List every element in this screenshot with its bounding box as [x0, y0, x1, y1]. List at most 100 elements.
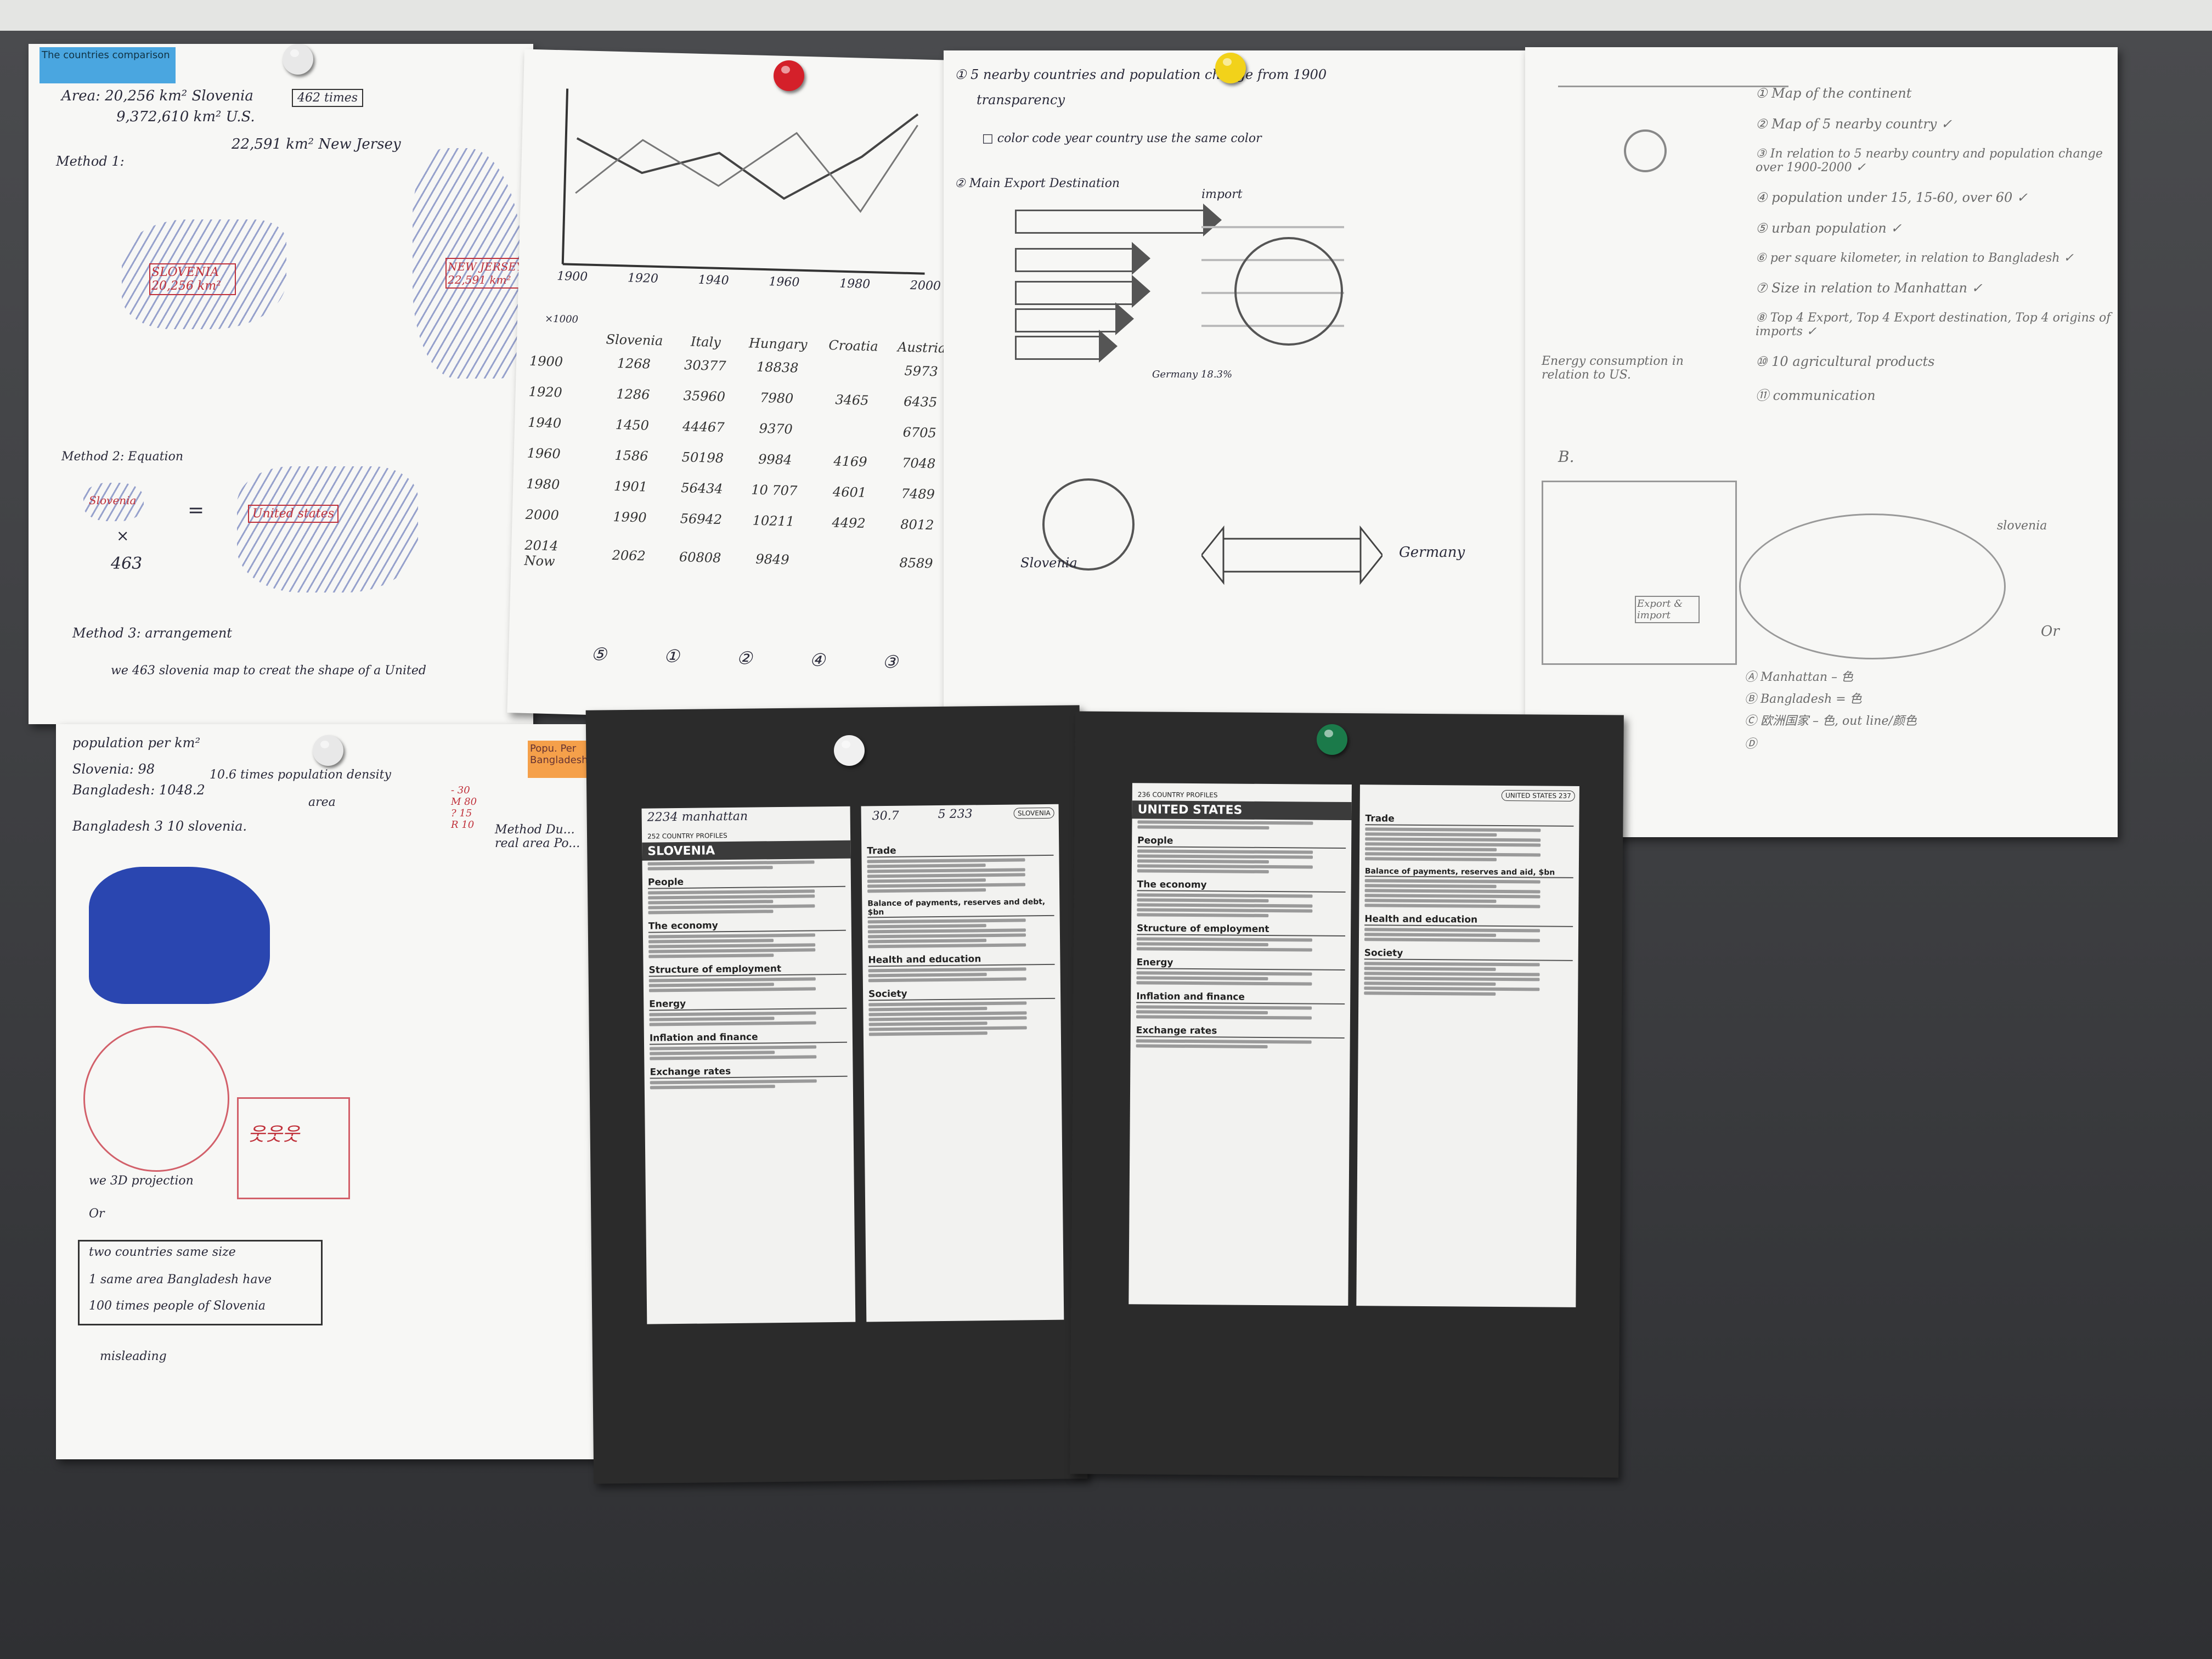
density-bangladesh: Bangladesh: 1048.2	[72, 782, 205, 798]
table-cell	[812, 538, 883, 585]
handwritten-note: 30.7	[872, 809, 899, 823]
density-line3: Bangladesh 3 10 slovenia.	[72, 819, 247, 834]
note-line3: □ color code year country use the same c…	[982, 132, 1262, 145]
x-tick-1900: 1900	[556, 269, 588, 284]
method3-label: Method 3: arrangement	[72, 625, 232, 641]
section-heading: The economy	[648, 918, 846, 933]
table-header: Italy	[690, 334, 721, 351]
side-note: M 80	[451, 796, 477, 808]
table-cell: 60808	[679, 549, 721, 566]
row-year: 1960	[527, 445, 561, 462]
equation-slovenia-sketch	[83, 483, 144, 521]
rank-circle: ①	[663, 645, 680, 667]
table-cell: 1286	[616, 386, 650, 403]
equation-us-sketch	[237, 466, 418, 592]
new-jersey-map-label: NEW JERSEY 22,591 km²	[445, 258, 527, 289]
legend-item: Ⓐ Manhattan – 色	[1745, 670, 1854, 684]
row-year: 1900	[529, 353, 563, 370]
box-line3: 100 times people of Slovenia	[89, 1299, 266, 1313]
push-pin-red	[774, 60, 804, 91]
side-note: - 30	[451, 785, 470, 796]
checklist-item: ③ In relation to 5 nearby country and po…	[1756, 147, 2103, 174]
legend-item: Ⓑ Bangladesh = 色	[1745, 692, 1862, 706]
checklist-item: ⑥ per square kilometer, in relation to B…	[1756, 251, 2074, 265]
rank-circle: ④	[809, 649, 826, 671]
row-year: 1980	[526, 476, 560, 493]
push-pin-clear	[313, 735, 343, 766]
map-circle-sketch	[1042, 478, 1135, 571]
right-page: 30.7 5 233 SLOVENIA Trade Balance of pay…	[861, 804, 1064, 1322]
photocopy-united-states: 236 COUNTRY PROFILES UNITED STATES Peopl…	[1070, 711, 1624, 1478]
energy-note: Energy consumption in relation to US.	[1542, 354, 1684, 382]
density-title: population per km²	[72, 735, 201, 751]
table-cell: 4601	[832, 484, 867, 501]
section-heading: Health and education	[868, 952, 1055, 967]
section-heading: Health and education	[1364, 913, 1573, 927]
handwritten-note: 5 233	[938, 807, 973, 822]
table-header: Hungary	[748, 335, 808, 353]
wall	[0, 0, 2212, 31]
table-cell: 9984	[758, 451, 792, 468]
section-heading: Energy	[649, 996, 847, 1011]
density-area: area	[308, 795, 336, 809]
sheet-population-table: 1900 1920 1940 1960 1980 2000 ×1000 Slov…	[507, 49, 974, 725]
rank-circle: ⑤	[590, 644, 607, 665]
density-slovenia: Slovenia: 98	[72, 761, 155, 777]
rank-circle: ③	[882, 651, 899, 673]
table-cell: 2062	[612, 547, 646, 564]
note-line4: ② Main Export Destination	[955, 177, 1120, 190]
export-arrow-1	[1015, 204, 1222, 236]
right-page: UNITED STATES 237 Trade Balance of payme…	[1356, 785, 1579, 1307]
country-banner: SLOVENIA	[642, 840, 851, 861]
legend-item: Ⓒ 欧洲国家 – 色, out line/颜色	[1745, 714, 1917, 728]
table-cell: 1450	[615, 417, 650, 433]
push-pin-yellow	[1215, 53, 1246, 83]
table-cell: 18838	[756, 359, 799, 376]
checklist-item: ④ population under 15, 15-60, over 60 ✓	[1756, 190, 2028, 205]
or-note: Or	[89, 1207, 105, 1221]
area-line1: Area: 20,256 km² Slovenia	[61, 88, 253, 104]
area-line3: 22,591 km² New Jersey	[232, 136, 401, 153]
sheet-checklist: ① Map of the continent ② Map of 5 nearby…	[1525, 47, 2118, 837]
table-cell: 1901	[613, 478, 648, 495]
checklist-item: ② Map of 5 nearby country ✓	[1756, 116, 1953, 132]
push-pin-green	[1317, 724, 1347, 755]
row-year: 2000	[525, 506, 560, 523]
sketch-circle	[1624, 129, 1667, 172]
x-tick-1920: 1920	[627, 271, 659, 286]
page-tag: UNITED STATES 237	[1501, 789, 1575, 802]
row-year: 1940	[527, 414, 562, 431]
population-table: Slovenia Italy Hungary Croatia Austria 1…	[522, 329, 956, 587]
table-cell: 1268	[617, 356, 651, 372]
area-line2: 9,372,610 km² U.S.	[116, 109, 255, 125]
left-page: 236 COUNTRY PROFILES UNITED STATES Peopl…	[1128, 783, 1352, 1306]
table-cell	[816, 415, 887, 447]
legend-item: Ⓓ	[1745, 737, 1757, 751]
table-header	[528, 329, 595, 347]
section-heading: Balance of payments, reserves and debt, …	[867, 897, 1054, 918]
new-jersey-map-sketch	[413, 148, 522, 379]
projection-note: we 3D projection	[89, 1174, 194, 1188]
section-heading: Trade	[1365, 813, 1574, 827]
section-heading: People	[647, 874, 846, 889]
handwritten-note: 2234 manhattan	[647, 809, 748, 825]
table-cell	[818, 353, 888, 386]
section-heading: Society	[1364, 947, 1573, 961]
rank-circle: ②	[736, 647, 753, 669]
boxed-times: 462 times	[292, 89, 364, 107]
globe-sketch	[1739, 514, 2006, 659]
equation-right-label: United states	[248, 505, 339, 523]
page-header: 236 COUNTRY PROFILES	[1137, 791, 1218, 799]
note-line1: ① 5 nearby countries and population chan…	[955, 67, 1327, 82]
row-year: 1920	[528, 383, 563, 400]
pie-sketch	[1234, 237, 1343, 346]
table-cell: 4492	[832, 515, 866, 532]
table-cell: 3465	[835, 392, 869, 409]
multiplier-note: ×1000	[544, 313, 579, 326]
table-cell: 30377	[684, 357, 726, 374]
method-note: Method Du... real area Po...	[495, 823, 580, 850]
page-header: 252 COUNTRY PROFILES	[647, 832, 727, 840]
slovenia-label: Slovenia	[1020, 555, 1077, 571]
page-tag: SLOVENIA	[1013, 807, 1054, 819]
germany-label: Germany	[1399, 544, 1465, 561]
